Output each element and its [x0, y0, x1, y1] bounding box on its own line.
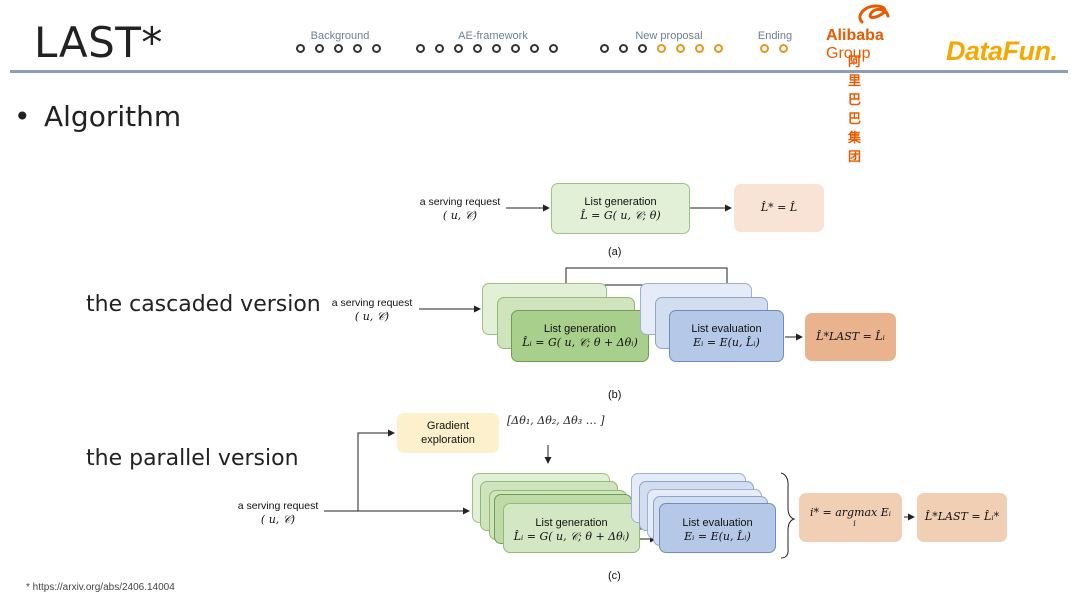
nav-dot-active[interactable] [676, 44, 685, 53]
list-generation-formula: L̂ᵢ = G( u, 𝒞; θ + Δθᵢ) [522, 336, 638, 349]
section-label-new-proposal: New proposal [635, 30, 703, 42]
datafun-logo: DataFun. [946, 36, 1058, 66]
list-evaluation-box-c: List evaluation Eᵢ = E(u, L̂ᵢ) [659, 503, 776, 553]
gradient-exploration-label: Gradient exploration [421, 420, 475, 446]
gradient-exploration-box: Gradient exploration [397, 413, 499, 453]
section-label-ending: Ending [757, 30, 793, 42]
nav-dot[interactable] [549, 44, 558, 53]
nav-dot-active[interactable] [714, 44, 723, 53]
list-generation-formula: L̂ = G( u, 𝒞; θ) [580, 209, 661, 222]
output-formula-b: L̂*LAST = L̂ᵢ [816, 330, 885, 343]
nav-dot[interactable] [435, 44, 444, 53]
cascaded-version-label: the cascaded version [86, 292, 321, 317]
nav-dot[interactable] [416, 44, 425, 53]
nav-dot[interactable] [296, 44, 305, 53]
footnote-link[interactable]: * https://arxiv.org/abs/2406.14004 [26, 582, 175, 593]
bullet-marker: • [14, 100, 31, 133]
slide-title: LAST* [34, 18, 163, 67]
serving-request-args-c: ( u, 𝒞) [260, 513, 296, 526]
alibaba-logo-icon [858, 4, 890, 24]
parallel-version-label: the parallel version [86, 446, 299, 471]
list-generation-formula: L̂ᵢ = G( u, 𝒞; θ + Δθᵢ) [513, 530, 630, 543]
caption-b: (b) [608, 389, 622, 401]
output-box-c: L̂*LAST = L̂ᵢ* [917, 493, 1007, 542]
output-formula-c: L̂*LAST = L̂ᵢ* [924, 510, 1000, 523]
output-box-a: L̂* = L̂ [734, 184, 824, 232]
serving-request-args-b: ( u, 𝒞) [354, 310, 390, 323]
output-formula-a: L̂* = L̂ [760, 201, 798, 214]
alibaba-group-word: Group [826, 45, 871, 62]
serving-request-args-a: ( u, 𝒞) [442, 209, 478, 222]
nav-dot[interactable] [454, 44, 463, 53]
list-generation-title: List generation [535, 517, 608, 529]
caption-c: (c) [608, 570, 621, 582]
list-evaluation-title: List evaluation [691, 323, 762, 335]
nav-dot-active[interactable] [657, 44, 666, 53]
serving-request-label-c: a serving request [237, 500, 319, 512]
list-evaluation-title: List evaluation [682, 517, 753, 529]
list-generation-title: List generation [584, 196, 657, 208]
nav-dot[interactable] [600, 44, 609, 53]
header-divider [10, 70, 1068, 73]
nav-dot[interactable] [315, 44, 324, 53]
alibaba-chinese-wordmark: 阿里巴巴集团 [848, 54, 863, 164]
argmax-formula: i* = argmax Eᵢ [809, 506, 892, 519]
list-generation-box-c: List generation L̂ᵢ = G( u, 𝒞; θ + Δθᵢ) [503, 503, 640, 553]
nav-dot-active[interactable] [779, 44, 788, 53]
serving-request-label-a: a serving request [419, 196, 501, 208]
nav-dot[interactable] [473, 44, 482, 53]
delta-theta-list: [Δθ₁, Δθ₂, Δθ₃ … ] [507, 414, 605, 427]
section-label-ae-framework: AE-framework [458, 30, 528, 42]
argmax-box: i* = argmax Eᵢ i [799, 493, 902, 542]
list-evaluation-formula: Eᵢ = E(u, L̂ᵢ) [684, 530, 751, 543]
list-evaluation-box-b: List evaluation Eᵢ = E(u, L̂ᵢ) [669, 310, 784, 362]
nav-dot[interactable] [619, 44, 628, 53]
nav-dot[interactable] [353, 44, 362, 53]
list-generation-box-b: List generation L̂ᵢ = G( u, 𝒞; θ + Δθᵢ) [511, 310, 649, 362]
list-evaluation-formula: Eᵢ = E(u, L̂ᵢ) [693, 336, 760, 349]
nav-dot[interactable] [492, 44, 501, 53]
nav-dot-active[interactable] [760, 44, 769, 53]
nav-dot[interactable] [334, 44, 343, 53]
nav-dot[interactable] [638, 44, 647, 53]
nav-dot[interactable] [530, 44, 539, 53]
output-box-b: L̂*LAST = L̂ᵢ [805, 313, 896, 361]
nav-dot-active[interactable] [695, 44, 704, 53]
list-generation-box-a: List generation L̂ = G( u, 𝒞; θ) [551, 183, 690, 234]
nav-dot[interactable] [372, 44, 381, 53]
caption-a: (a) [608, 246, 622, 258]
serving-request-label-b: a serving request [331, 297, 413, 309]
list-generation-title: List generation [543, 323, 617, 335]
section-heading: Algorithm [44, 100, 182, 133]
argmax-subscript: i [853, 519, 856, 528]
nav-dot[interactable] [511, 44, 520, 53]
section-label-background: Background [310, 30, 370, 42]
alibaba-wordmark: Alibaba [826, 27, 884, 44]
